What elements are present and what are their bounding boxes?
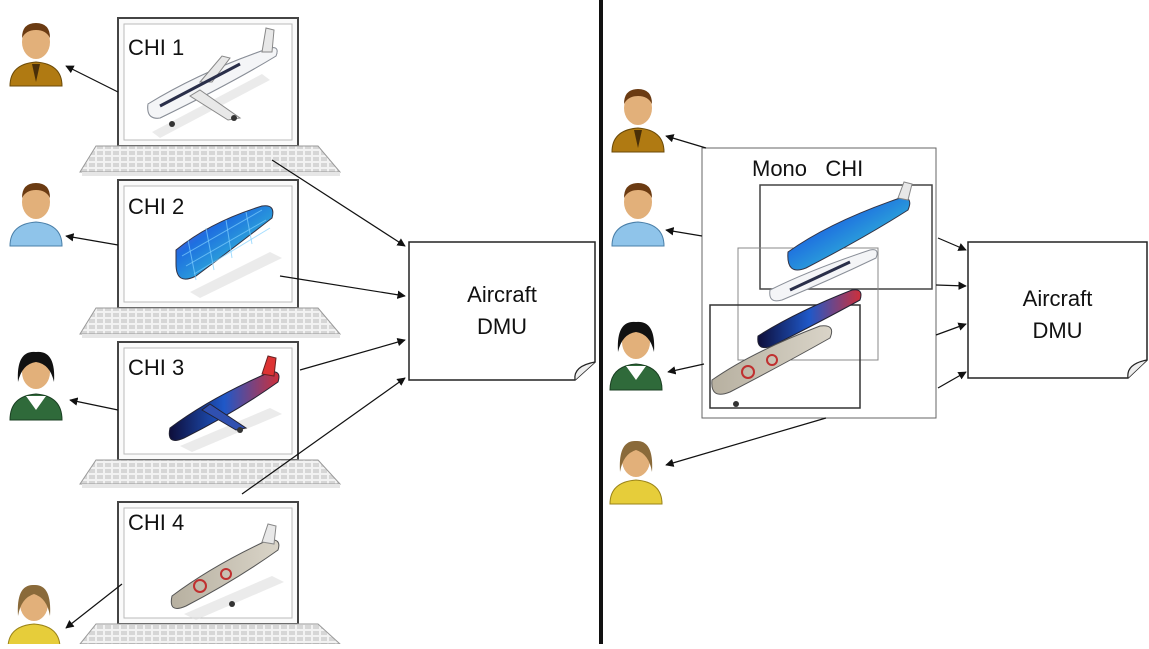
aircraft-cabin-4	[170, 523, 284, 620]
chi3-label: CHI 3	[128, 355, 185, 380]
user-icon-right-2	[611, 183, 665, 247]
dmu-document-right	[967, 241, 1148, 379]
mono-aircraft-mesh	[787, 181, 913, 271]
arrows-right	[665, 134, 967, 467]
mono-chi-label: Mono CHI	[752, 156, 864, 181]
aircraft-plain-1	[147, 27, 278, 138]
arrows-left	[65, 65, 406, 629]
user-icon-right-3	[609, 321, 663, 391]
aircraft-structure-3	[168, 355, 282, 452]
chi4-label: CHI 4	[128, 510, 185, 535]
mono-aircraft-structure	[757, 289, 862, 349]
user-icon-right-4	[609, 440, 663, 505]
dmu-label-right: Aircraft DMU	[968, 283, 1147, 347]
dmu-document-left	[408, 241, 596, 381]
user-icon-right-1	[611, 89, 665, 153]
laptop-chi3	[79, 341, 342, 488]
user-icon-4	[7, 584, 61, 649]
aircraft-mesh-2	[175, 205, 282, 298]
laptop-chi1	[79, 17, 342, 176]
laptop-chi2	[79, 179, 342, 338]
user-icon-3	[9, 351, 63, 421]
dmu-right-line2: DMU	[1032, 318, 1083, 343]
dmu-left-line2: DMU	[476, 314, 528, 339]
dmu-right-line1: Aircraft	[1022, 286, 1093, 311]
user-icon-2	[9, 183, 63, 247]
mono-aircraft-plain	[769, 249, 878, 302]
mono-chi-panel	[701, 147, 937, 419]
laptop-chi4	[78, 501, 342, 645]
dmu-left-line1: Aircraft	[467, 282, 537, 307]
dmu-label-left: Aircraft DMU	[409, 279, 595, 343]
user-icon-1	[9, 23, 63, 87]
chi1-label: CHI 1	[128, 35, 185, 60]
mono-aircraft-cabin	[711, 325, 833, 407]
chi2-label: CHI 2	[128, 194, 185, 219]
